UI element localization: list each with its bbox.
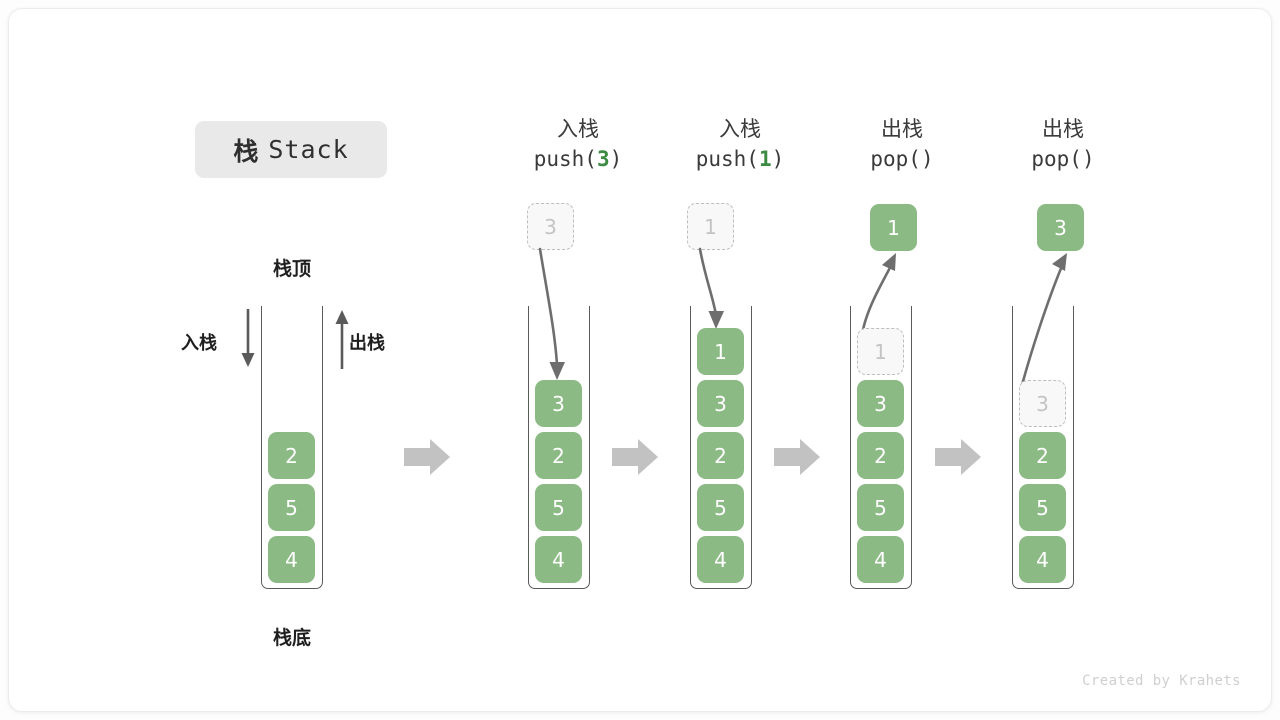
popped-element: 3 xyxy=(1037,204,1084,251)
column-header-op: pop() xyxy=(827,145,977,175)
op-prefix: push( xyxy=(533,146,597,171)
stack-element: 4 xyxy=(1019,536,1066,583)
stack-element: 4 xyxy=(535,536,582,583)
column-header-pop-3: 出栈 pop() xyxy=(988,115,1138,175)
title-cn: 栈 xyxy=(233,136,260,166)
stack-top-label: 栈顶 xyxy=(272,258,311,280)
stack-element: 3 xyxy=(697,380,744,427)
stack-element: 4 xyxy=(857,536,904,583)
op-prefix: pop( xyxy=(1031,146,1082,171)
op-prefix: push( xyxy=(695,146,759,171)
stack-column-initial: 2 5 4 xyxy=(261,306,323,589)
stack-element: 2 xyxy=(535,432,582,479)
push-down-arrow-icon xyxy=(237,309,259,369)
stack-element: 5 xyxy=(535,484,582,531)
op-value: 3 xyxy=(596,146,610,171)
pop-direction-label: 出栈 xyxy=(349,333,385,354)
stack-frame: 1 3 2 5 4 xyxy=(690,306,752,589)
column-header-cn: 出栈 xyxy=(1042,117,1084,141)
stack-element: 5 xyxy=(697,484,744,531)
transition-arrow-icon xyxy=(935,437,983,477)
popped-element: 1 xyxy=(870,204,917,251)
floating-ghost-element: 3 xyxy=(527,203,574,250)
stack-element: 3 xyxy=(857,380,904,427)
column-header-cn: 出栈 xyxy=(881,117,923,141)
diagram-card: 栈 Stack 栈顶 栈底 入栈 出栈 2 5 4 xyxy=(8,8,1272,712)
push-curve-arrow-icon xyxy=(685,247,745,337)
stack-element: 5 xyxy=(857,484,904,531)
stack-element: 2 xyxy=(857,432,904,479)
transition-arrow-icon xyxy=(404,437,452,477)
column-header-op: pop() xyxy=(988,145,1138,175)
stack-frame: 3 2 5 4 xyxy=(1012,306,1074,589)
stack-frame: 1 3 2 5 4 xyxy=(850,306,912,589)
pop-up-arrow-icon xyxy=(331,309,353,369)
stack-element: 1 xyxy=(697,328,744,375)
pop-curve-arrow-icon xyxy=(1009,252,1089,387)
diagram-title-badge: 栈 Stack xyxy=(195,121,387,178)
op-suffix: ) xyxy=(1081,146,1095,171)
stack-frame: 3 2 5 4 xyxy=(528,306,590,589)
stack-element-ghost: 3 xyxy=(1019,380,1066,427)
stack-element: 4 xyxy=(697,536,744,583)
stack-column-push-1: 1 3 2 5 4 xyxy=(690,306,752,589)
stack-column-pop-1: 1 3 2 5 4 xyxy=(850,306,912,589)
stack-element: 2 xyxy=(697,432,744,479)
column-header-push-1: 入栈 push(1) xyxy=(665,115,815,175)
stack-element: 2 xyxy=(1019,432,1066,479)
stack-element: 5 xyxy=(268,484,315,531)
stack-element: 2 xyxy=(268,432,315,479)
transition-arrow-icon xyxy=(774,437,822,477)
stack-element: 3 xyxy=(535,380,582,427)
op-suffix: ) xyxy=(609,146,623,171)
floating-ghost-element: 1 xyxy=(687,203,734,250)
stack-element-ghost: 1 xyxy=(857,328,904,375)
column-header-push-3: 入栈 push(3) xyxy=(503,115,653,175)
transition-arrow-icon xyxy=(612,437,660,477)
op-suffix: ) xyxy=(771,146,785,171)
stack-frame: 2 5 4 xyxy=(261,306,323,589)
column-header-op: push(3) xyxy=(503,145,653,175)
op-prefix: pop( xyxy=(870,146,921,171)
push-curve-arrow-icon xyxy=(525,247,585,387)
footer-credit: Created by Krahets xyxy=(1082,673,1241,689)
stack-element: 4 xyxy=(268,536,315,583)
push-direction-label: 入栈 xyxy=(181,333,217,354)
stack-bottom-label: 栈底 xyxy=(272,627,311,649)
op-value: 1 xyxy=(758,146,772,171)
pop-curve-arrow-icon xyxy=(847,252,917,332)
stack-element: 5 xyxy=(1019,484,1066,531)
column-header-cn: 入栈 xyxy=(557,117,599,141)
stack-column-push-3: 3 2 5 4 xyxy=(528,306,590,589)
column-header-pop-1: 出栈 pop() xyxy=(827,115,977,175)
column-header-op: push(1) xyxy=(665,145,815,175)
stack-column-pop-3: 3 2 5 4 xyxy=(1012,306,1074,589)
title-en: Stack xyxy=(268,135,349,164)
op-suffix: ) xyxy=(920,146,934,171)
column-header-cn: 入栈 xyxy=(719,117,761,141)
